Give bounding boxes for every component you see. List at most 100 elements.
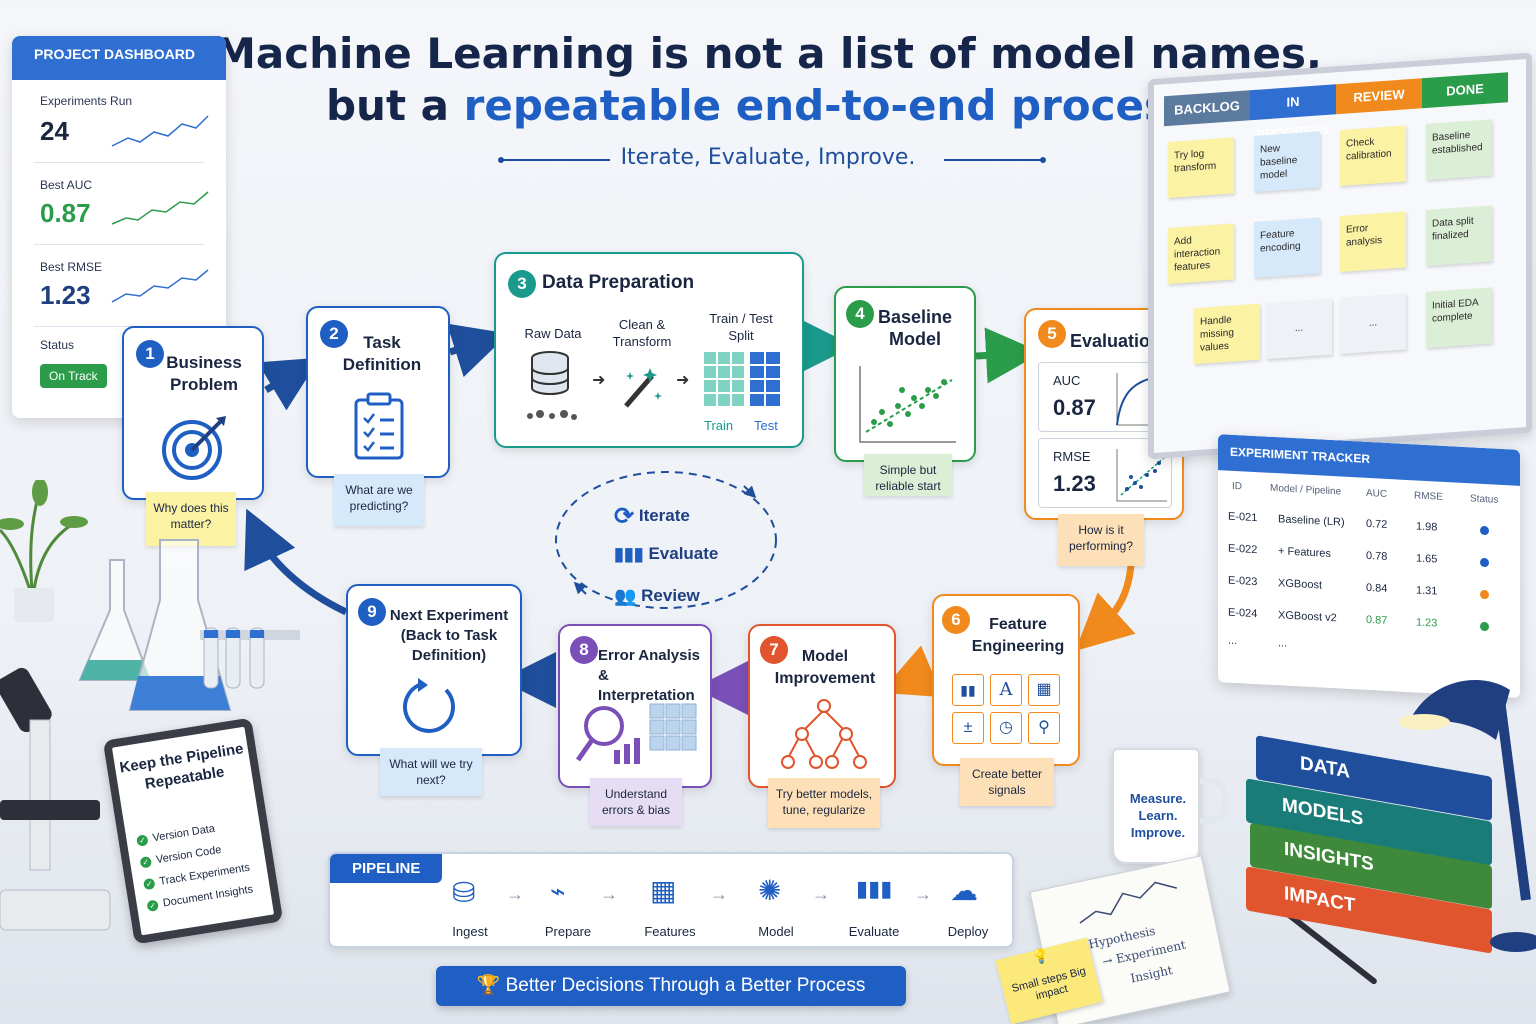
step-baseline-model: 4 Baseline Model: [834, 286, 976, 462]
status-dot: [1480, 557, 1489, 568]
checklist-item: ✓Document Insights: [146, 883, 254, 913]
magnifier-chart-icon: [575, 703, 697, 764]
test-label: Test: [754, 418, 778, 433]
dashboard-header: PROJECT DASHBOARD: [12, 36, 226, 80]
cycle-iterate: ⟳ Iterate: [614, 502, 690, 531]
subtitle-rule-left: [500, 159, 610, 161]
target-icon: [162, 416, 226, 480]
cycle-iterate-label: Iterate: [638, 505, 690, 525]
status-dot: [1480, 621, 1489, 632]
checklist-icon: [354, 392, 404, 460]
check-icon: ✓: [139, 855, 153, 869]
note-better-signals: Create better signals: [960, 758, 1054, 806]
status-badge: On Track: [40, 364, 107, 388]
subtitle-rule-right: [944, 159, 1044, 161]
step-data-preparation: 3 Data Preparation Raw Data Clean & Tran…: [494, 252, 804, 448]
row-rmse: 1.98: [1416, 520, 1438, 534]
table-row: E-022 + Features 0.78 1.65: [1218, 542, 1520, 568]
checklist-item: ✓Version Data: [136, 823, 216, 847]
col-id: ID: [1232, 480, 1242, 493]
bar-chart-icon: ▮▮▮: [856, 876, 893, 901]
tablet-checklist: Keep the Pipeline Repeatable ✓Version Da…: [102, 717, 284, 945]
col-status: Status: [1470, 493, 1499, 506]
auc-sparkline: [111, 191, 209, 225]
pipeline-stage-deploy: Deploy: [947, 924, 989, 939]
title-highlight: repeatable end-to-end process.: [463, 81, 1210, 130]
kanban-card: Baseline established: [1426, 119, 1492, 180]
bar-chart-icon: ▮▮: [952, 674, 984, 706]
best-rmse-label: Best RMSE: [40, 260, 103, 274]
step-error-analysis: 8 Error Analysis & Interpretation: [558, 624, 712, 788]
database-icon: [527, 351, 577, 420]
best-auc-label: Best AUC: [40, 178, 93, 192]
rmse-label: RMSE: [1053, 449, 1091, 464]
kanban-column-review: REVIEW: [1336, 78, 1422, 115]
table-row: ......: [1218, 634, 1520, 650]
trophy-icon: 🏆: [476, 975, 501, 996]
kanban-card: ...: [1340, 293, 1406, 354]
decision-tree-icon: [781, 699, 867, 769]
best-auc-value: 0.87: [40, 198, 91, 228]
clock-icon: ◷: [990, 712, 1022, 744]
arrow-right-icon: ➜: [592, 372, 606, 389]
arrow-4-5: [975, 327, 1042, 384]
check-icon: ✓: [136, 834, 149, 847]
step-title: Error Analysis & Interpretation: [598, 647, 700, 704]
kanban-card: Data split finalized: [1426, 205, 1492, 266]
scatter-plot-icon: [859, 366, 956, 443]
arrow-right-icon: →: [710, 884, 728, 904]
kanban-card: Add interaction features: [1168, 223, 1234, 285]
status-label: Status: [40, 338, 75, 352]
arrow-1-2: [257, 357, 321, 411]
clean-transform-label: Clean & Transform: [612, 317, 672, 349]
row-rmse: 1.23: [1416, 616, 1438, 630]
row-model: + Features: [1278, 545, 1331, 561]
col-auc: AUC: [1366, 487, 1388, 500]
handwritten-chart-icon: [1079, 881, 1178, 924]
step-feature-engineering: 6 Feature Engineering ▮▮ A ▦ ± ◷ ⚲: [932, 594, 1080, 766]
arrow-right-icon: →: [506, 884, 524, 904]
database-icon: ⛁: [452, 877, 476, 908]
title-prefix: but a: [325, 81, 464, 130]
row-auc: 0.78: [1366, 549, 1388, 563]
note-how-performing: How is it performing?: [1058, 514, 1144, 566]
title-line-1: Machine Learning is not a list of model …: [214, 29, 1322, 78]
step-number: 1: [136, 340, 164, 368]
dashboard-divider: [34, 326, 204, 327]
pipeline-stage-prepare: Prepare: [544, 924, 592, 939]
rmse-sparkline: [111, 269, 209, 303]
step-number: 9: [358, 598, 386, 626]
step-next-experiment: 9 Next Experiment (Back to Task Definiti…: [346, 584, 522, 756]
step-title: Task Definition: [342, 333, 422, 374]
rmse-panel: RMSE 1.23: [1038, 438, 1172, 508]
row-id: E-024: [1228, 606, 1258, 621]
train-label: Train: [704, 418, 734, 433]
lab-scene: [0, 480, 300, 931]
kanban-card: Feature encoding: [1254, 217, 1320, 279]
note-why-matter: Why does this matter?: [146, 492, 236, 546]
calendar-icon: ▦: [1028, 674, 1060, 706]
auc-value: 0.87: [1053, 395, 1096, 420]
checklist-item: ✓Version Code: [139, 844, 222, 869]
step-number: 7: [760, 636, 788, 664]
note-simple-start: Simple but reliable start: [864, 454, 952, 496]
experiments-sparkline: [111, 115, 209, 147]
pipeline-stage-features: Features: [644, 924, 696, 939]
mug-handle: [1200, 778, 1228, 824]
row-id: ...: [1228, 634, 1238, 648]
pipeline-tag: PIPELINE: [330, 854, 443, 883]
subtitle-dot-left: [498, 157, 504, 163]
tablet-title: Keep the Pipeline Repeatable: [118, 740, 245, 793]
step-business-problem: 1 Business Problem: [122, 326, 264, 500]
row-rmse: 1.65: [1416, 552, 1438, 566]
dashboard-divider: [34, 244, 204, 245]
experiments-value: 24: [40, 116, 69, 146]
step-title: Baseline Model: [877, 307, 953, 349]
desk-lamp-icon: [1400, 680, 1536, 952]
cloud-icon: ☁: [950, 875, 978, 906]
kanban-column-in-progress: IN PROGRESS: [1250, 84, 1336, 142]
row-id: E-022: [1228, 542, 1258, 557]
subtitle: Iterate, Evaluate, Improve.: [620, 145, 916, 170]
step-number: 2: [320, 320, 348, 348]
refresh-icon: ⟳: [614, 503, 635, 530]
